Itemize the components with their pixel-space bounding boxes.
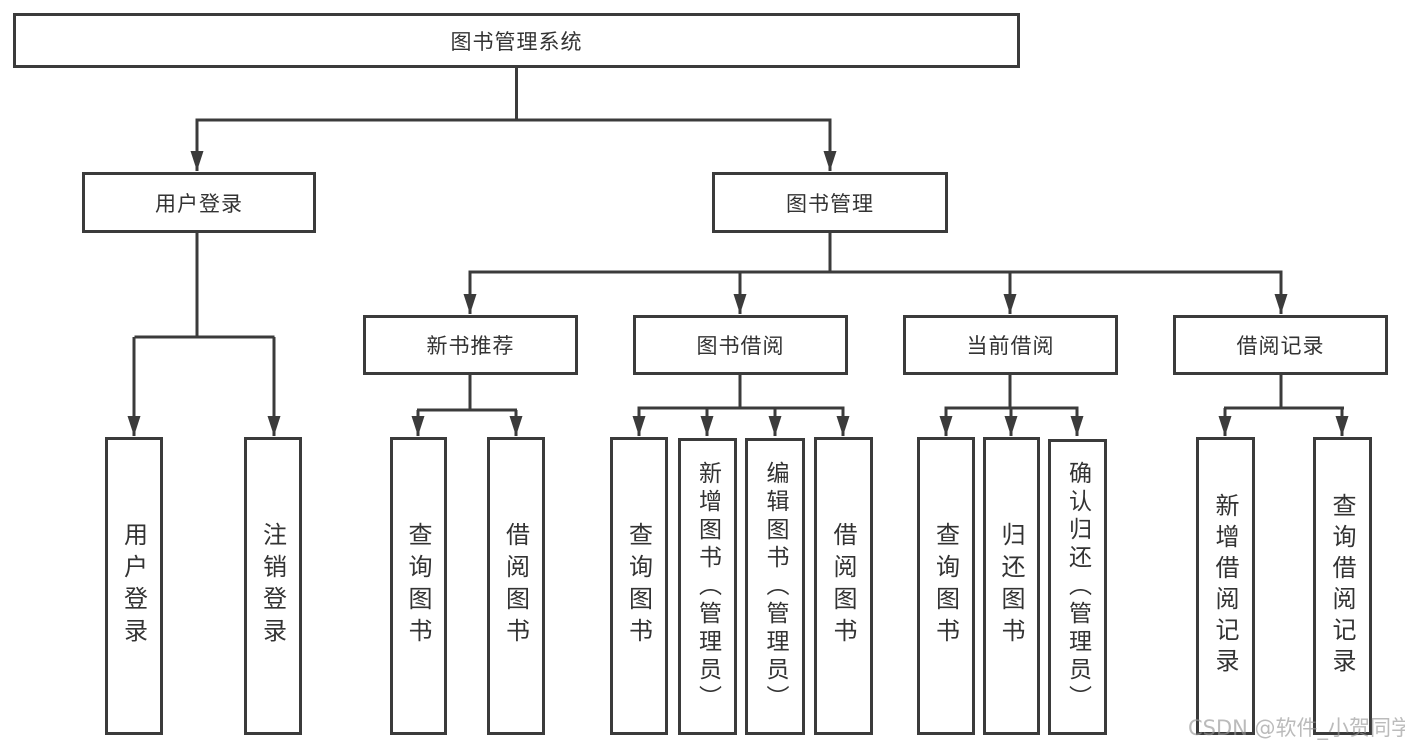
node-book-borrowing: 图书借阅 bbox=[633, 315, 848, 375]
leaf-cb-return-books: 归还图书 bbox=[983, 437, 1040, 735]
leaf-nbr-borrow-books: 借阅图书 bbox=[487, 437, 545, 735]
leaf-bb-query-books: 查询图书 bbox=[610, 437, 668, 735]
leaf-nbr-query-books: 查询图书 bbox=[390, 437, 447, 735]
leaf-user-login: 用户登录 bbox=[105, 437, 163, 735]
node-user-login: 用户登录 bbox=[82, 172, 316, 233]
leaf-bb-add-book-admin: 新增图书（管理员） bbox=[678, 438, 737, 735]
watermark-text: CSDN @软件_小贺同学 bbox=[1188, 716, 1405, 740]
leaf-logout: 注销登录 bbox=[244, 437, 302, 735]
node-book-management: 图书管理 bbox=[712, 172, 948, 233]
node-borrowing-records: 借阅记录 bbox=[1173, 315, 1388, 375]
node-new-book-recommend: 新书推荐 bbox=[363, 315, 578, 375]
leaf-bb-edit-book-admin: 编辑图书（管理员） bbox=[745, 438, 805, 735]
leaf-bb-borrow-books: 借阅图书 bbox=[814, 437, 873, 735]
leaf-cb-query-books: 查询图书 bbox=[917, 437, 975, 735]
leaf-cb-confirm-return-admin: 确认归还（管理员） bbox=[1048, 439, 1107, 735]
leaf-br-query-record: 查询借阅记录 bbox=[1313, 437, 1372, 735]
leaf-br-add-record: 新增借阅记录 bbox=[1196, 437, 1255, 735]
node-root: 图书管理系统 bbox=[13, 13, 1020, 68]
node-current-borrowing: 当前借阅 bbox=[903, 315, 1118, 375]
